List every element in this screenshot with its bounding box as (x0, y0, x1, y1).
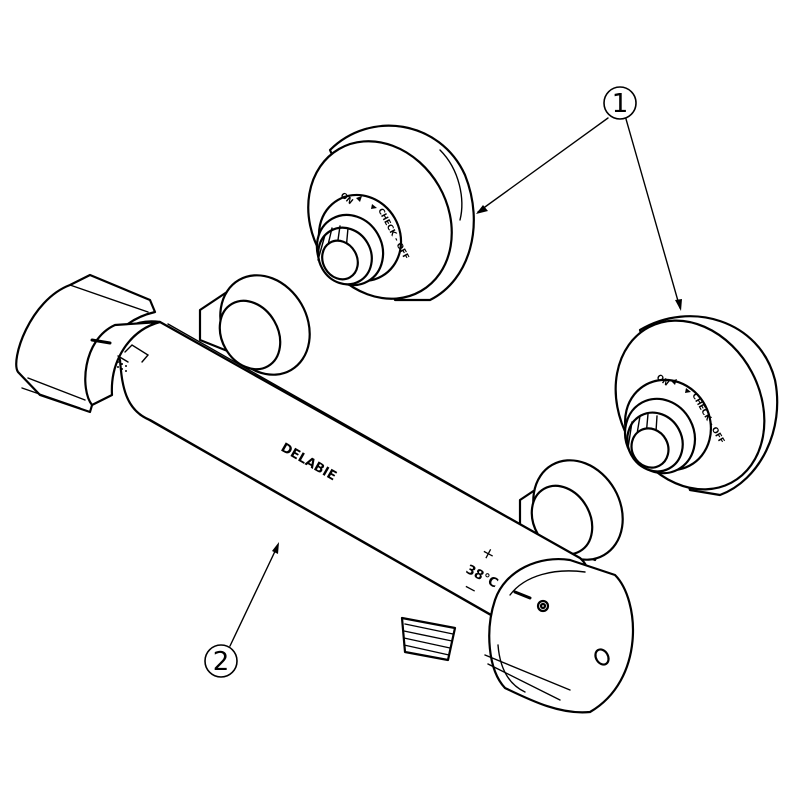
arrow-right-icon (685, 388, 691, 393)
callout-1-label: 1 (612, 89, 629, 119)
stop-valve-right: ON CHECK - OFF (614, 315, 779, 497)
thermostatic-handle[interactable] (484, 558, 635, 714)
callout-1: 1 (476, 86, 682, 311)
callout-2: 2 (204, 542, 279, 678)
arrow-left-icon (671, 379, 677, 385)
outlet-thread (400, 616, 457, 662)
arrow-right-icon (371, 204, 377, 209)
inlet-connector-right (518, 459, 624, 562)
stop-valve-top: ON CHECK - OFF (307, 124, 475, 302)
handle-screw-cover (594, 648, 610, 666)
handle-indicator-mark (90, 338, 112, 345)
handle-indicator-mark (513, 590, 532, 600)
arrow-left-icon (356, 196, 362, 202)
shower-icon (117, 344, 150, 372)
callout-2-label: 2 (213, 647, 230, 677)
inlet-connector-left (198, 274, 311, 376)
flow-control-handle[interactable] (15, 273, 162, 414)
